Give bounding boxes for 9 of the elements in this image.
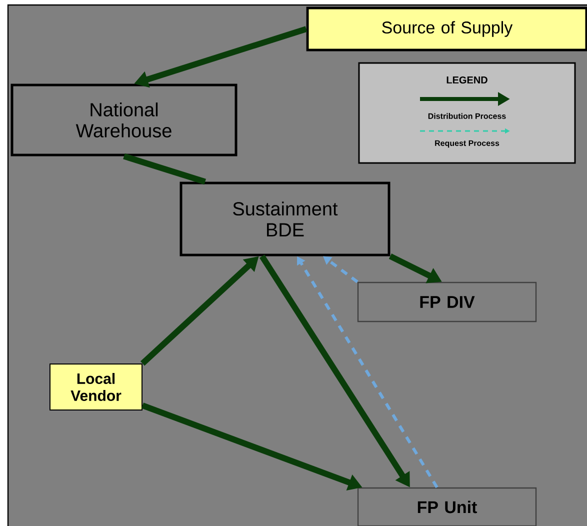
process-box: Source of Supply: [306, 6, 587, 52]
legend-text: Request Process: [435, 140, 500, 148]
process-box: National Warehouse: [10, 84, 238, 156]
process-box: Sustainment BDE: [180, 182, 390, 256]
legend-text: Distribution Process: [428, 113, 506, 119]
legend-title: LEGEND: [446, 76, 488, 84]
process-box: FP Unit: [357, 487, 537, 526]
process-box: FP DIV: [357, 282, 537, 322]
process-box: Local Vendor: [50, 363, 142, 410]
